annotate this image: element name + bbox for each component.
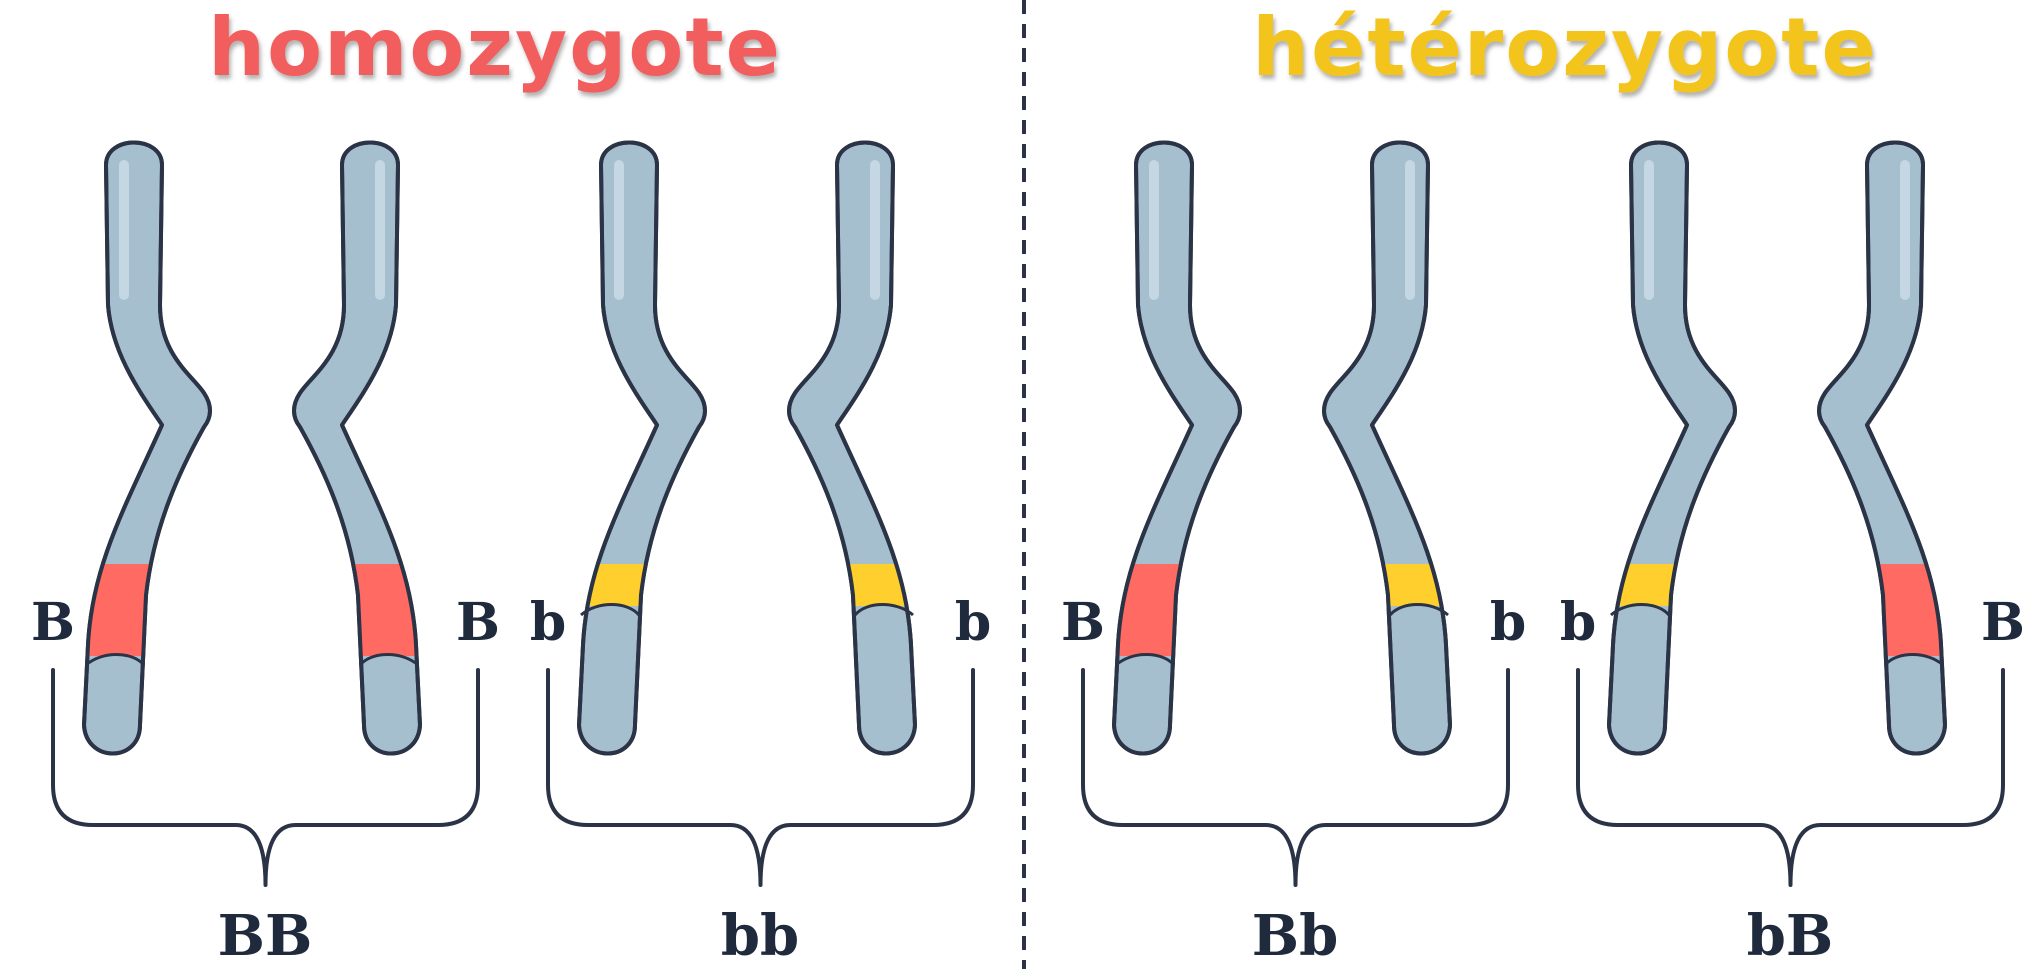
allele-label: B (1061, 592, 1105, 653)
chromosome-1-0-a (1112, 140, 1242, 756)
genotype-label: BB (218, 903, 313, 969)
chromosome-1-1-b (1817, 140, 1947, 756)
chromosome-1-1-a (1607, 140, 1737, 756)
genotype-brace (1081, 668, 1510, 887)
allele-label: B (1981, 592, 2022, 653)
chromosome-0-0-a (82, 140, 212, 756)
allele-label: b (530, 592, 566, 653)
genotype-brace (51, 668, 480, 887)
panel-title: homozygote (208, 1, 782, 94)
genotype-brace (546, 668, 975, 887)
allele-label: b (1490, 592, 1526, 653)
genotype-brace (1576, 668, 2005, 887)
genotype-label: bb (721, 903, 799, 969)
allele-label: B (31, 592, 75, 653)
genotype-label: bB (1747, 903, 1834, 969)
allele-label: B (456, 592, 500, 653)
panel-title: hétérozygote (1252, 1, 1878, 94)
chromosome-0-0-b (292, 140, 422, 756)
chromosome-0-1-b (787, 140, 917, 756)
chromosome-1-0-b (1322, 140, 1452, 756)
genotype-label: Bb (1252, 903, 1339, 969)
allele-label: b (1560, 592, 1596, 653)
chromosome-0-1-a (577, 140, 707, 756)
allele-label: b (955, 592, 991, 653)
